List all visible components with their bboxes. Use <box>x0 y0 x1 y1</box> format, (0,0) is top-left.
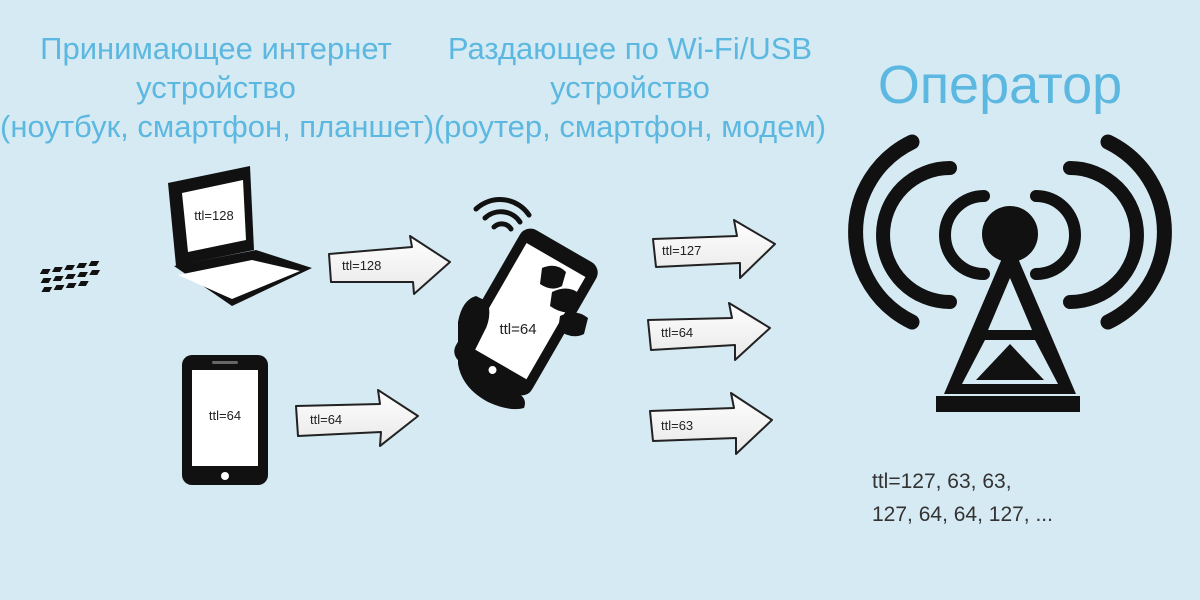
distributor-heading-line-2: устройство <box>550 69 710 105</box>
arrow-out-2: ttl=64 <box>647 302 771 361</box>
ttl-sequence-line-1: ttl=127, 63, 63, <box>872 470 1012 493</box>
arrow-out-2-ttl: ttl=64 <box>661 325 693 340</box>
distributor-heading-line-1: Раздающее по Wi-Fi/USB <box>447 31 813 66</box>
cell-tower-icon <box>848 134 1172 412</box>
arrow-phone-to-hub: ttl=64 <box>295 389 419 447</box>
arrow-out-3-ttl: ttl=63 <box>661 418 693 433</box>
operator-heading: Оператор <box>860 52 1140 120</box>
distributor-heading-line-3: (роутер, смартфон, модем) <box>433 108 827 144</box>
distributor-heading: Раздающее по Wi-Fi/USB устройство (роуте… <box>430 30 830 146</box>
arrow-laptop-ttl: ttl=128 <box>342 258 381 273</box>
arrow-out-3: ttl=63 <box>649 392 773 455</box>
receiver-heading-line-1: Принимающее интернет <box>40 31 392 66</box>
operator-ttl-sequence: ttl=127, 63, 63, 127, 64, 64, 127, ... <box>872 466 1053 531</box>
arrow-laptop-to-hub: ttl=128 <box>328 235 451 295</box>
laptop-ttl: ttl=128 <box>194 208 233 223</box>
smartphone-icon: ttl=64 <box>182 355 268 485</box>
wifi-icon <box>473 197 532 232</box>
operator-heading-text: Оператор <box>877 55 1123 115</box>
hand-phone-ttl: ttl=64 <box>499 321 536 338</box>
smartphone-ttl: ttl=64 <box>209 408 241 423</box>
arrow-phone-ttl: ttl=64 <box>310 412 342 427</box>
arrow-out-1: ttl=127 <box>652 219 776 279</box>
receiver-heading-line-2: устройство <box>136 69 296 105</box>
ttl-sequence-line-2: 127, 64, 64, 127, ... <box>872 502 1053 526</box>
receiver-heading-line-3: (ноутбук, смартфон, планшет) <box>0 108 435 144</box>
receiver-heading: Принимающее интернет устройство (ноутбук… <box>0 30 435 146</box>
arrow-out-1-ttl: ttl=127 <box>662 243 701 258</box>
laptop-icon: ttl=128 <box>39 166 312 306</box>
hand-phone-icon: ttl=64 <box>454 197 598 410</box>
